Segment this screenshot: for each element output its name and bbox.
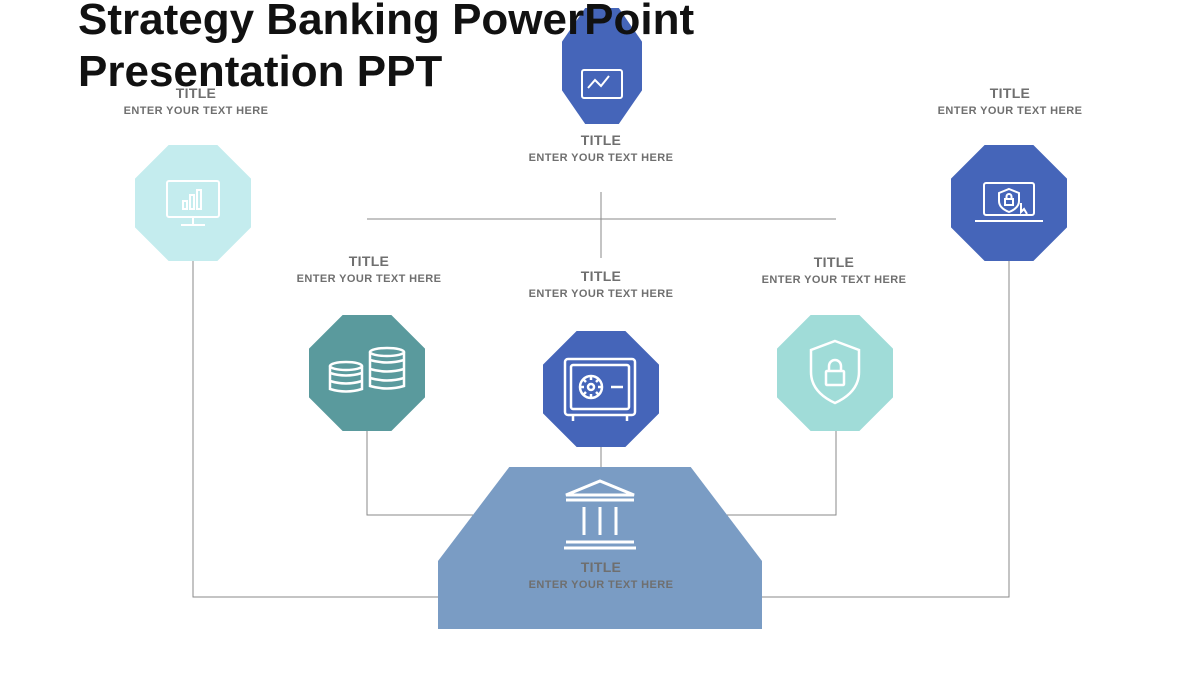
node-title: TITLE: [175, 85, 217, 101]
node-mid-left-octagon: [309, 315, 425, 431]
node-mid-right-label: TITLE ENTER YOUR TEXT HERE: [734, 254, 934, 287]
node-top-left-octagon: [135, 145, 251, 261]
safe-icon: [563, 357, 637, 421]
monitor-chart-icon: [166, 180, 220, 226]
right-outer-connector: [762, 260, 1010, 598]
coins-stack-icon: [328, 346, 406, 393]
node-subtitle: ENTER YOUR TEXT HERE: [937, 105, 1083, 117]
left-inner-connector: [366, 430, 487, 516]
node-bottom-center-shape: [438, 467, 762, 629]
node-subtitle: ENTER YOUR TEXT HERE: [123, 105, 269, 117]
node-title: TITLE: [580, 559, 622, 575]
shield-lock-icon: [809, 339, 861, 405]
laptop-shield-icon: [975, 182, 1043, 222]
left-outer-connector: [192, 260, 439, 598]
node-top-right-octagon: [951, 145, 1067, 261]
node-subtitle: ENTER YOUR TEXT HERE: [761, 274, 907, 286]
node-mid-center-label: TITLE ENTER YOUR TEXT HERE: [501, 268, 701, 301]
node-top-center-label: TITLE ENTER YOUR TEXT HERE: [501, 132, 701, 165]
node-mid-right-octagon: [777, 315, 893, 431]
node-subtitle: ENTER YOUR TEXT HERE: [528, 152, 674, 164]
node-subtitle: ENTER YOUR TEXT HERE: [528, 579, 674, 591]
node-subtitle: ENTER YOUR TEXT HERE: [528, 288, 674, 300]
node-title: TITLE: [580, 268, 622, 284]
node-mid-center-octagon: [543, 331, 659, 447]
slide-title: Strategy Banking PowerPoint Presentation…: [78, 0, 695, 96]
node-title: TITLE: [813, 254, 855, 270]
node-title: TITLE: [580, 132, 622, 148]
monitor-icon: [581, 69, 623, 99]
node-title: TITLE: [348, 253, 390, 269]
node-mid-left-label: TITLE ENTER YOUR TEXT HERE: [269, 253, 469, 286]
right-inner-connector: [715, 430, 837, 516]
node-top-left-label: TITLE ENTER YOUR TEXT HERE: [96, 85, 296, 118]
node-bottom-center-label: TITLE ENTER YOUR TEXT HERE: [501, 559, 701, 592]
node-top-right-label: TITLE ENTER YOUR TEXT HERE: [910, 85, 1110, 118]
node-subtitle: ENTER YOUR TEXT HERE: [296, 273, 442, 285]
bank-building-icon: [564, 479, 636, 550]
node-title: TITLE: [989, 85, 1031, 101]
node-top-center-octagon: [562, 8, 642, 124]
